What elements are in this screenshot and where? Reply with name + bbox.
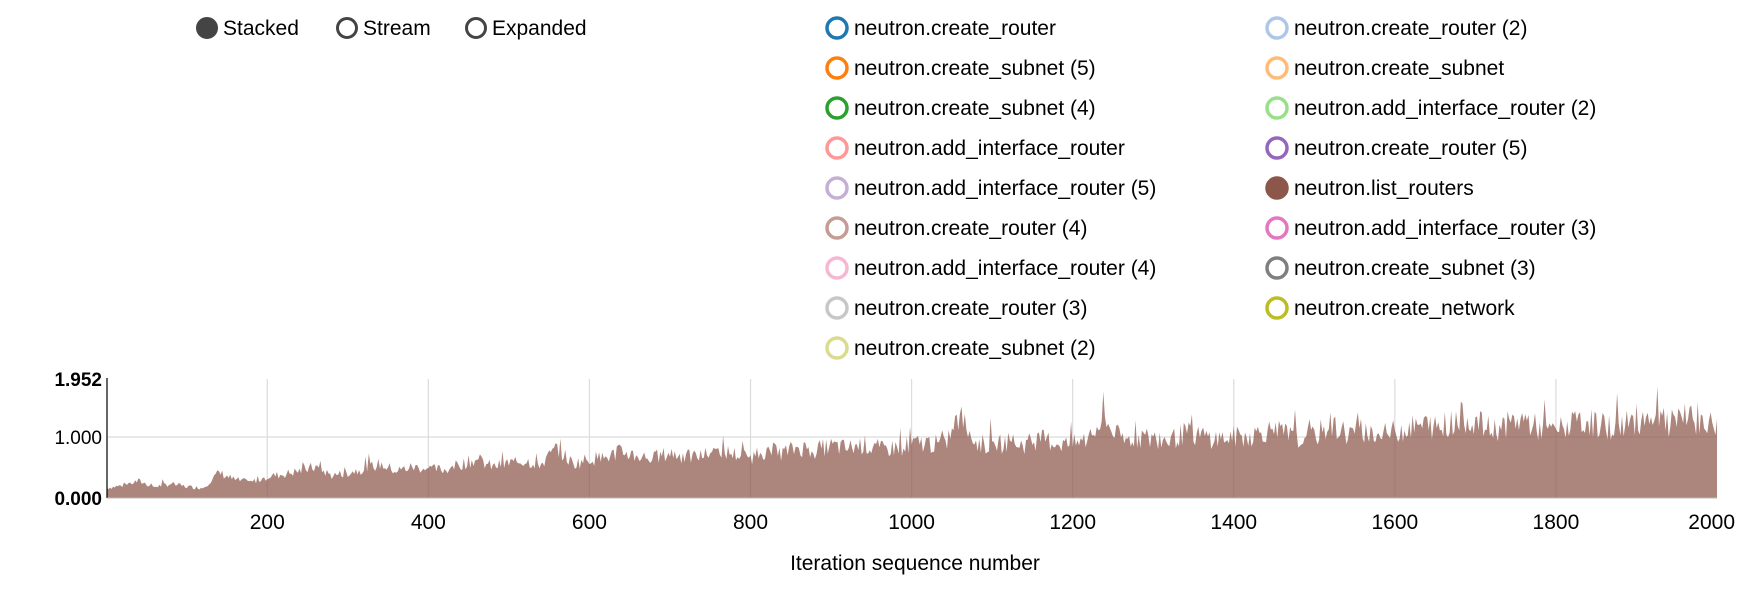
legend-label: neutron.add_interface_router (4) bbox=[854, 257, 1156, 280]
radio-stacked-indicator[interactable] bbox=[196, 17, 218, 39]
x-tick-label: 2000 bbox=[1688, 511, 1735, 534]
y-tick-label: 1.000 bbox=[54, 428, 102, 449]
legend-marker[interactable] bbox=[1265, 136, 1289, 160]
legend-marker[interactable] bbox=[825, 336, 849, 360]
y-tick-label: 0.000 bbox=[54, 489, 102, 510]
x-tick-label: 400 bbox=[411, 511, 446, 534]
area-series bbox=[107, 386, 1717, 498]
legend-item[interactable]: neutron.create_subnet (3) bbox=[1265, 256, 1536, 280]
x-tick-label: 200 bbox=[250, 511, 285, 534]
legend-label: neutron.create_network bbox=[1294, 297, 1515, 320]
legend-label: neutron.create_subnet (3) bbox=[1294, 257, 1536, 280]
x-tick-label: 1400 bbox=[1210, 511, 1257, 534]
mode-label-stream: Stream bbox=[363, 17, 431, 40]
mode-option-expanded[interactable]: Expanded bbox=[465, 17, 587, 40]
x-axis-label: Iteration sequence number bbox=[790, 552, 1040, 575]
x-tick-label: 800 bbox=[733, 511, 768, 534]
x-tick-label: 600 bbox=[572, 511, 607, 534]
mode-label-stacked: Stacked bbox=[223, 17, 299, 40]
legend-marker[interactable] bbox=[1265, 16, 1289, 40]
legend-marker[interactable] bbox=[1265, 96, 1289, 120]
legend-item[interactable]: neutron.create_router (5) bbox=[1265, 136, 1527, 160]
legend-item[interactable]: neutron.add_interface_router (2) bbox=[1265, 96, 1596, 120]
legend-item[interactable]: neutron.create_subnet bbox=[1265, 56, 1504, 80]
legend-item[interactable]: neutron.create_network bbox=[1265, 296, 1515, 320]
legend-marker[interactable] bbox=[825, 296, 849, 320]
legend-marker[interactable] bbox=[1265, 216, 1289, 240]
legend-marker[interactable] bbox=[825, 16, 849, 40]
legend-item[interactable]: neutron.create_router bbox=[825, 16, 1056, 40]
legend-label: neutron.create_router (3) bbox=[854, 297, 1087, 320]
legend-marker[interactable] bbox=[1265, 56, 1289, 80]
legend-marker[interactable] bbox=[1265, 176, 1289, 200]
legend-item[interactable]: neutron.add_interface_router (4) bbox=[825, 256, 1156, 280]
legend-marker[interactable] bbox=[825, 136, 849, 160]
y-axis-ticks: 0.000 1.000 1.952 bbox=[54, 370, 102, 510]
legend-item[interactable]: neutron.create_router (2) bbox=[1265, 16, 1527, 40]
mode-option-stacked[interactable]: Stacked bbox=[196, 17, 299, 40]
legend-label: neutron.create_router (4) bbox=[854, 217, 1087, 240]
legend-marker[interactable] bbox=[1265, 256, 1289, 280]
legend-label: neutron.list_routers bbox=[1294, 177, 1474, 200]
legend-label: neutron.create_subnet (4) bbox=[854, 97, 1096, 120]
x-tick-label: 1800 bbox=[1533, 511, 1580, 534]
legend-label: neutron.add_interface_router bbox=[854, 137, 1125, 160]
mode-option-stream[interactable]: Stream bbox=[336, 17, 431, 40]
legend-label: neutron.create_subnet (5) bbox=[854, 57, 1096, 80]
x-tick-label: 1000 bbox=[888, 511, 935, 534]
legend-label: neutron.create_router bbox=[854, 17, 1056, 40]
legend-label: neutron.create_router (2) bbox=[1294, 17, 1527, 40]
legend-label: neutron.create_subnet bbox=[1294, 57, 1504, 80]
mode-label-expanded: Expanded bbox=[492, 17, 587, 40]
legend-marker[interactable] bbox=[825, 256, 849, 280]
chart-mode-controls: Stacked Stream Expanded bbox=[196, 17, 587, 40]
legend-marker[interactable] bbox=[825, 56, 849, 80]
legend-label: neutron.add_interface_router (2) bbox=[1294, 97, 1596, 120]
legend-item[interactable]: neutron.create_subnet (2) bbox=[825, 336, 1096, 360]
legend-item[interactable]: neutron.create_router (4) bbox=[825, 216, 1087, 240]
legend-label: neutron.create_router (5) bbox=[1294, 137, 1527, 160]
legend-item[interactable]: neutron.create_subnet (5) bbox=[825, 56, 1096, 80]
radio-stream-indicator[interactable] bbox=[336, 17, 358, 39]
legend-item[interactable]: neutron.create_subnet (4) bbox=[825, 96, 1096, 120]
legend-item[interactable]: neutron.add_interface_router bbox=[825, 136, 1125, 160]
legend-item[interactable]: neutron.list_routers bbox=[1265, 176, 1474, 200]
x-tick-label: 1200 bbox=[1049, 511, 1096, 534]
legend-label: neutron.add_interface_router (5) bbox=[854, 177, 1156, 200]
x-tick-label: 1600 bbox=[1371, 511, 1418, 534]
legend-marker[interactable] bbox=[825, 96, 849, 120]
area-series-path[interactable] bbox=[107, 386, 1717, 498]
legend-label: neutron.create_subnet (2) bbox=[854, 337, 1096, 360]
chart-legend: neutron.create_router neutron.create_subn… bbox=[825, 16, 1596, 360]
legend-marker[interactable] bbox=[825, 176, 849, 200]
legend-marker[interactable] bbox=[825, 216, 849, 240]
legend-item[interactable]: neutron.create_router (3) bbox=[825, 296, 1087, 320]
radio-expanded-indicator[interactable] bbox=[465, 17, 487, 39]
x-axis-ticks: 200 400 600 800 1000 1200 1400 1600 1800 2000 bbox=[250, 511, 1735, 534]
legend-item[interactable]: neutron.add_interface_router (5) bbox=[825, 176, 1156, 200]
legend-item[interactable]: neutron.add_interface_router (3) bbox=[1265, 216, 1596, 240]
axes bbox=[106, 378, 1717, 499]
legend-label: neutron.add_interface_router (3) bbox=[1294, 217, 1596, 240]
y-tick-label: 1.952 bbox=[54, 370, 102, 391]
legend-marker[interactable] bbox=[1265, 296, 1289, 320]
